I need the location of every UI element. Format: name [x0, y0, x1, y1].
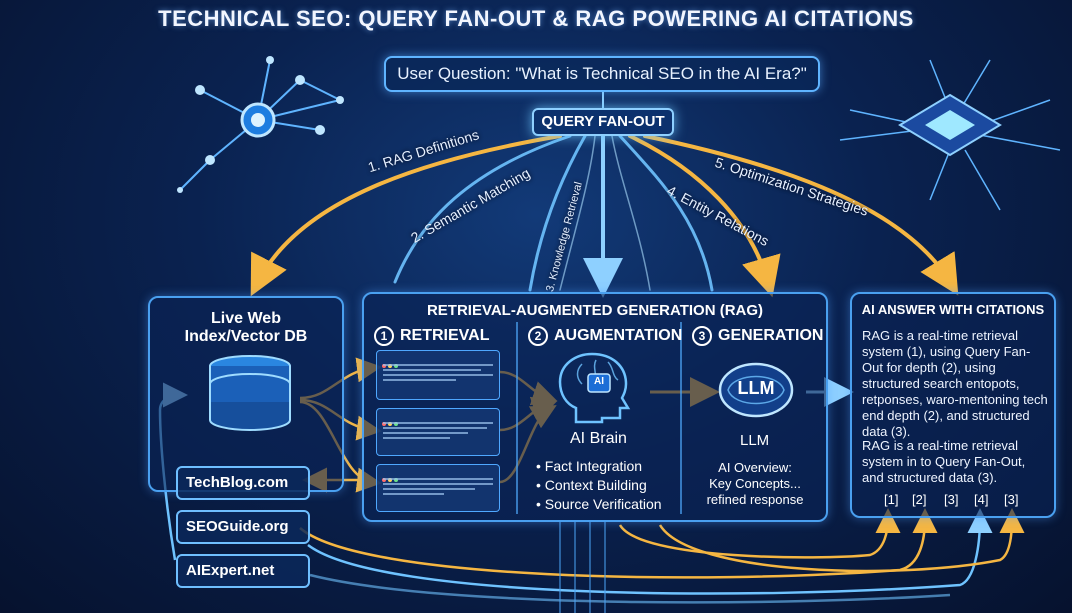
ai-brain-label: AI Brain — [570, 430, 627, 447]
retrieved-doc-1 — [376, 350, 500, 400]
retrieved-doc-2 — [376, 408, 500, 456]
citation-2[interactable]: [2] — [912, 492, 927, 507]
page-title: TECHNICAL SEO: QUERY FAN-OUT & RAG POWER… — [158, 6, 914, 31]
ai-brain-icon — [558, 352, 631, 424]
citation-5[interactable]: [3] — [1004, 492, 1019, 507]
site-techblog[interactable]: TechBlog.com — [176, 466, 310, 500]
citation-4[interactable]: [4] — [974, 492, 989, 507]
augmentation-number: 2 — [528, 326, 548, 346]
retrieval-label: RETRIEVAL — [400, 327, 490, 345]
site-aiexpert[interactable]: AIExpert.net — [176, 554, 310, 588]
ai-answer-paragraph-2: RAG is a real-time retrieval system in t… — [862, 438, 1026, 485]
rag-divider-2 — [680, 322, 682, 514]
ai-brain-badge: AI — [594, 376, 604, 387]
augmentation-item-2-text: Context Building — [544, 477, 647, 493]
augmentation-item-2: • Context Building — [536, 477, 647, 493]
citation-3[interactable]: [3] — [944, 492, 959, 507]
ai-overview-line2: Key Concepts... — [709, 476, 801, 491]
ai-overview-line1: AI Overview: — [718, 460, 792, 475]
ai-answer-title: AI ANSWER WITH CITATIONS — [861, 302, 1045, 317]
augmentation-item-3-text: Source Verification — [544, 496, 662, 512]
generation-heading: 3 GENERATION — [692, 326, 823, 346]
augmentation-item-1: • Fact Integration — [536, 458, 643, 474]
retrieval-number: 1 — [374, 326, 394, 346]
user-question-box: User Question: "What is Technical SEO in… — [384, 56, 820, 92]
ai-overview-line3: refined response — [706, 492, 804, 507]
retrieved-doc-3 — [376, 464, 500, 512]
database-icon — [209, 355, 291, 431]
live-web-title-line2: Index/Vector DB — [184, 328, 308, 345]
generation-label: GENERATION — [718, 327, 824, 345]
augmentation-item-3: • Source Verification — [536, 496, 662, 512]
ai-answer-panel: AI ANSWER WITH CITATIONS — [850, 292, 1056, 518]
site-seoguide[interactable]: SEOGuide.org — [176, 510, 310, 544]
llm-badge: LLM — [737, 378, 775, 398]
query-fanout-box: QUERY FAN-OUT — [532, 108, 674, 136]
llm-icon — [718, 362, 794, 418]
llm-label: LLM — [740, 432, 770, 449]
live-web-title-line1: Live Web — [211, 310, 281, 327]
generation-number: 3 — [692, 326, 712, 346]
citation-1[interactable]: [1] — [884, 492, 899, 507]
augmentation-label: AUGMENTATION — [554, 327, 683, 345]
rag-title: RETRIEVAL-AUGMENTED GENERATION (RAG) — [426, 302, 764, 319]
rag-divider-1 — [516, 322, 518, 514]
retrieval-heading: 1 RETRIEVAL — [374, 326, 489, 346]
augmentation-heading: 2 AUGMENTATION — [528, 326, 682, 346]
augmentation-item-1-text: Fact Integration — [544, 458, 643, 474]
ai-answer-paragraph-1: RAG is a real-time retrieval system (1),… — [862, 328, 1048, 439]
